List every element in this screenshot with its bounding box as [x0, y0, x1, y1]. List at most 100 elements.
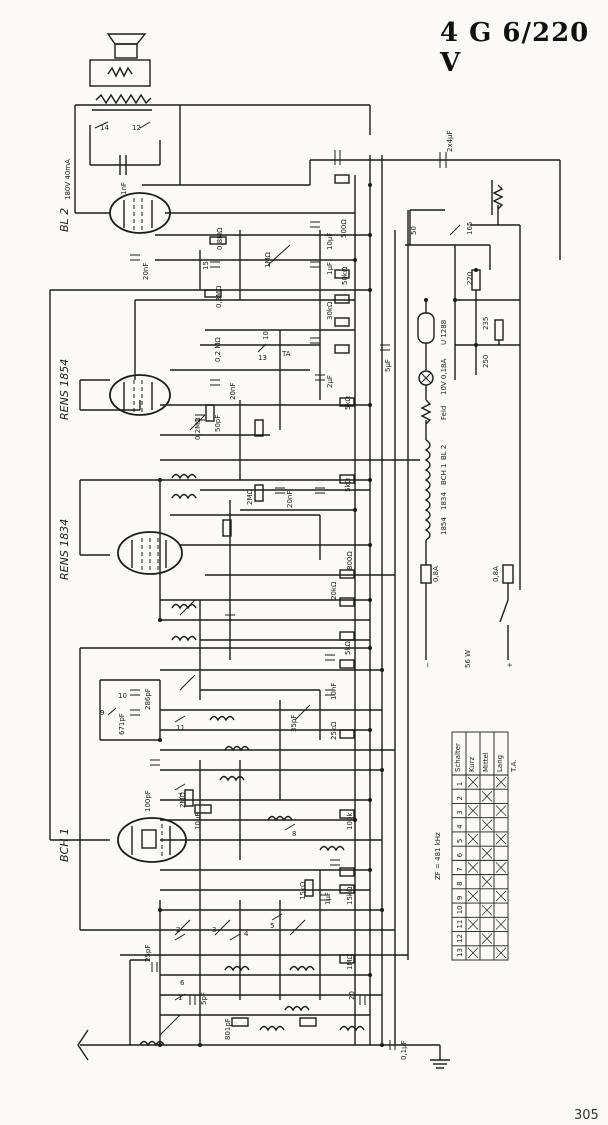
label-r20k: 20kΩ [330, 581, 338, 600]
label-sw13: 13 [258, 354, 267, 362]
label-r2m2: 2MΩ [179, 792, 187, 808]
tube-rens1854 [109, 374, 171, 416]
label-c20n: 20nF [142, 263, 150, 280]
label-c1u2: 1µF [324, 892, 332, 905]
table-header-label: Schalter [454, 743, 462, 772]
label-r25k: 25kΩ [330, 721, 338, 740]
label-sw10: 10 [118, 692, 127, 700]
label-sw1: 1 [178, 994, 182, 1002]
model-title: 4 G 6/220 V [440, 18, 590, 78]
label-r02m: 0,2 MΩ [214, 337, 222, 362]
label-power: 56 W [464, 650, 472, 668]
label-sw8: 8 [292, 830, 296, 838]
table-contact-number: 6 [456, 852, 464, 857]
capacitors [130, 150, 396, 1050]
label-r50k: 50kΩ [341, 266, 349, 285]
table-row-label: Lang [496, 755, 504, 772]
page-number: 305 [574, 1108, 599, 1123]
tube-labels: BL 2 RENS 1854 RENS 1834 BCH 1 [58, 208, 71, 862]
label-sw4: 4 [244, 930, 249, 938]
table-row-label: T.A. [510, 759, 518, 773]
table-contact-number: 13 [456, 948, 464, 957]
trimmers [159, 244, 311, 1036]
label-c5pf: 5pF [200, 992, 208, 1005]
label-v180: 180V 40mA [64, 159, 72, 200]
coils [139, 473, 365, 1047]
label-r08m: 0,8MΩ [216, 227, 224, 250]
component-labels: 180V 40mA 1nF 2x4µF 0,8MΩ 500Ω 10µF 1MΩ … [64, 124, 514, 1060]
label-r03m: 0,3MΩ [215, 285, 223, 308]
table-contact-number: 4 [456, 824, 464, 829]
label-rens1854: RENS 1854 [58, 359, 71, 420]
label-c801: 801pF [224, 1018, 232, 1040]
label-c100p: 100pF [144, 790, 152, 812]
table-contact-number: 8 [456, 881, 464, 885]
table-contact-number: 3 [456, 810, 464, 814]
table-contact-number: 10 [456, 905, 464, 914]
label-r30k: 30kΩ [326, 301, 334, 320]
label-sw3: 3 [212, 926, 216, 934]
label-c235: 235 [482, 317, 490, 330]
switch-table-labels: Schalter Kurz Mittel Lang T.A. 12 3 4 5 6 7 8 9 10 1… [454, 743, 518, 957]
label-lamp: 10V 0,18A [440, 358, 448, 395]
label-fuse2: 0,8A [492, 566, 500, 582]
label-c250: 250 [482, 355, 490, 368]
table-row-label: Mittel [482, 752, 490, 772]
label-c10u2: 10µF [194, 813, 202, 830]
label-sw9: 9 [100, 709, 104, 717]
table-contact-number: 11 [456, 920, 464, 929]
label-c5u: 5µF [384, 359, 392, 372]
label-r1834: 1834 [440, 492, 448, 510]
tube-bch1 [117, 817, 187, 863]
label-c15: 15 [202, 261, 210, 270]
label-c2u: 2µF [326, 375, 334, 388]
label-plus: + [506, 662, 514, 668]
label-sw2: 2 [176, 926, 180, 934]
label-c10n: 10nF [330, 683, 338, 700]
label-c01u: 0,1µF [400, 1040, 408, 1060]
label-c10: 10 [262, 331, 270, 340]
label-bch1: BCH 1 [58, 828, 71, 862]
label-sw5: 5 [270, 922, 274, 930]
label-c20p: 20 [348, 991, 356, 1000]
label-r1m2: 1MΩ [346, 954, 354, 970]
label-c2x4: 2x4µF [446, 130, 454, 152]
label-sw7: 7 [178, 792, 182, 800]
label-r1m: 1MΩ [264, 252, 272, 268]
label-r500: 500Ω [340, 219, 348, 238]
label-sw14: 14 [100, 124, 109, 132]
label-ta: TA [281, 350, 291, 358]
label-c20nb: 20nF [286, 491, 294, 508]
label-bch1r: BCH 1 [440, 463, 448, 485]
label-feld: Feld [440, 406, 448, 420]
label-c50: 50 [410, 226, 418, 235]
label-r15k2: 15kΩ [346, 886, 354, 905]
loudspeaker [89, 33, 152, 111]
label-r5k: 5kΩ [344, 395, 352, 410]
table-row-label: Kurz [468, 756, 476, 772]
switch-table [451, 731, 509, 961]
label-r5k2: 5kΩ [344, 477, 352, 492]
table-contact-number: 12 [456, 934, 464, 943]
table-contact-number: 2 [456, 796, 464, 800]
label-sw12: 12 [132, 124, 141, 132]
label-c1nf: 1nF [120, 182, 128, 195]
label-u1288: U 1288 [440, 320, 448, 345]
label-rens1834: RENS 1834 [58, 519, 71, 580]
label-c165: 165 [466, 222, 474, 235]
table-contact-number: 5 [456, 839, 464, 843]
label-c50p: 50pF [214, 415, 222, 432]
table-contact-number: 7 [456, 867, 464, 871]
label-c286p: 286pF [144, 688, 152, 710]
table-contact-number: 9 [456, 896, 464, 900]
label-c1u: 1µF [326, 262, 334, 275]
band-switches [94, 121, 461, 1001]
label-fuse: 0,8A [432, 566, 440, 582]
label-bl2r: BL 2 [440, 445, 448, 460]
junctions [158, 183, 478, 1047]
resistors [184, 174, 355, 1027]
label-minus: − [424, 662, 432, 668]
label-r5k3: 5kΩ [344, 640, 352, 655]
